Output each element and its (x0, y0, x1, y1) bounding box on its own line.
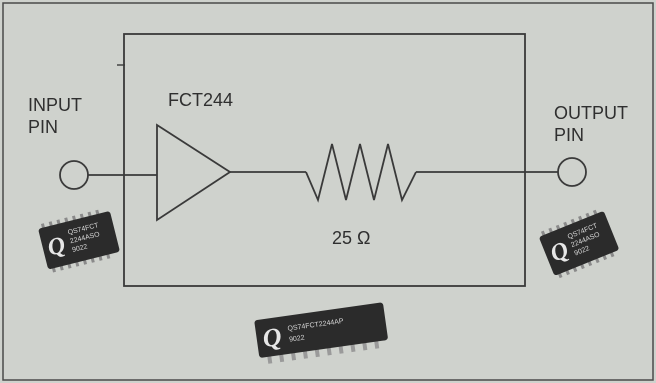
buffer-label: FCT244 (168, 89, 233, 111)
resistor-label: 25 Ω (332, 227, 370, 249)
buffer-triangle (157, 125, 230, 220)
input-pin-label: INPUT PIN (28, 94, 82, 138)
chip-bottom: Q QS74FCT2244AP 9022 (254, 302, 389, 365)
input-pin-circle (60, 161, 88, 189)
input-pin-label-line-1: INPUT (28, 94, 82, 116)
chip-right: Q QS74FCT 2244ASO 9022 (537, 207, 621, 280)
output-pin-label-line-1: OUTPUT (554, 102, 628, 124)
chip-left: Q QS74FCT 2244ASO 9022 (37, 207, 121, 273)
output-pin-label-line-2: PIN (554, 124, 628, 146)
device-box (124, 34, 525, 286)
resistor-zigzag (306, 144, 416, 200)
input-pin-label-line-2: PIN (28, 116, 82, 138)
output-pin-circle (558, 158, 586, 186)
output-pin-label: OUTPUT PIN (554, 102, 628, 146)
